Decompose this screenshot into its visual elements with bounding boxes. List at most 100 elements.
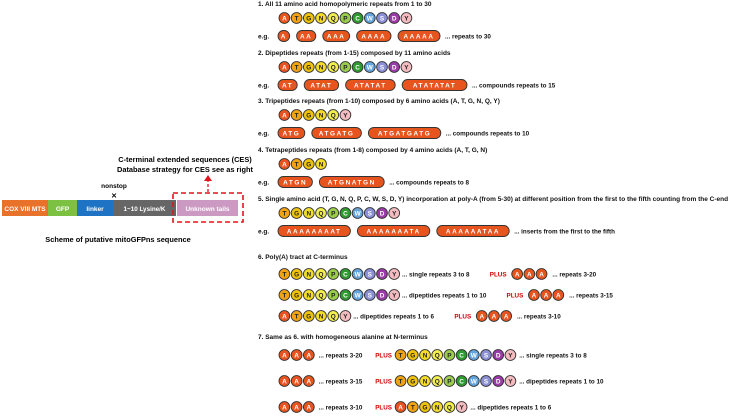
section-3-suffix: ... compounds repeats to 10 [446, 130, 530, 137]
section-6-row-2-aa-w-circle [351, 289, 364, 301]
section-4-example-1: ATGN [283, 179, 307, 186]
section-7-row-1-polya-a: A [294, 352, 299, 359]
section-1-aa-y-circle [400, 12, 413, 24]
section-1-aa-y: Y [404, 15, 409, 22]
section-2-aa-a: A [282, 64, 287, 71]
section-6-row-1-aa-t: T [282, 271, 286, 278]
section-7-title: 7. Same as 6. with homogeneous alanine a… [258, 334, 428, 341]
section-6-row-1-polya-a: A [515, 271, 520, 278]
section-7-row-1-aa-d: D [496, 352, 501, 359]
section-6-row-3-aa-q-circle [327, 310, 340, 322]
section-2-example-4: ATATATAT [413, 82, 457, 89]
section-1-example-1: A [281, 33, 287, 40]
section-7-row-1-aa-y: Y [508, 352, 513, 359]
section-7-row-3-aa-y: Y [459, 404, 464, 411]
section-1-example-2: AA [300, 33, 312, 40]
section-6-row-1-plus: PLUS [490, 271, 507, 278]
ces-subtitle: Database strategy for CES see as right [117, 165, 253, 174]
section-7-row-1-aa-p-circle [443, 349, 456, 361]
section-3-aa-a: A [282, 112, 287, 119]
section-3-aa-n: N [319, 112, 324, 119]
section-6-row-3-polya-a: A [504, 313, 509, 320]
section-2-aa-p-circle [339, 61, 352, 73]
section-7-row-3-aa-q-circle [443, 401, 456, 413]
section-7-row-2-aa-n: N [423, 378, 428, 385]
section-7-row-2-polya-a: A [282, 378, 287, 385]
section-6-row-2-tail: ... repeats 3-15 [569, 292, 613, 299]
section-6-row-1-aa-p-circle [327, 268, 340, 280]
section-3-aa-q: Q [331, 112, 336, 119]
section-2-aa-s: S [380, 64, 385, 71]
section-2-aa-a-circle [278, 61, 291, 73]
lysine-label: 1~10 Lysine/K [124, 206, 166, 213]
gfp-segment [48, 200, 77, 216]
section-1-example-5-pill [397, 30, 441, 42]
section-5-aa-c-circle [339, 207, 352, 219]
section-6-row-3-polya-a: A [492, 313, 497, 320]
ces-arrow-head [204, 175, 212, 181]
section-7-row-2-polya-a-circle [290, 375, 303, 387]
section-6-row-2-polya-a-circle [528, 289, 540, 301]
section-4-aa-a-circle [278, 158, 291, 170]
section-6-row-2-aa-w: W [355, 292, 362, 299]
section-6-row-1-aa-s: S [368, 271, 373, 278]
section-7-row-3-polya-a-circle [278, 401, 291, 413]
section-6-row-1-aa-y-circle [388, 268, 401, 280]
cox-label: COX VIII MTS [4, 206, 46, 213]
section-7-row-3-aa-t-circle [406, 401, 419, 413]
section-7-row-3-plus: PLUS [375, 404, 392, 411]
section-6-row-3-aa-a: A [282, 313, 287, 320]
section-7-row-1-polya-a-circle [278, 349, 291, 361]
section-5-example-1-pill [277, 225, 351, 237]
section-6-row-3-mid: ... dipeptides repeats 1 to 6 [353, 313, 434, 320]
section-3-aa-n-circle [315, 109, 327, 121]
ces-dashed-box [172, 192, 244, 223]
section-7-row-3-aa-a: A [398, 404, 403, 411]
section-5-example-3-pill [436, 225, 510, 237]
section-5-aa-c: C [343, 210, 348, 217]
section-1-eg: e.g. [258, 33, 269, 40]
section-7-row-1-polya-a-circle [302, 349, 315, 361]
section-7-row-1-aa-t: T [399, 352, 403, 359]
section-5-aa-t: T [282, 210, 286, 217]
section-5-example-3: AAAAAATAA [446, 228, 500, 235]
construct-scheme: COX VIII MTS GFP linker 1~10 Lysine/K Un… [2, 155, 254, 244]
section-6-row-2-mid: ... dipeptides repeats 1 to 10 [402, 292, 487, 299]
section-6-row-3-aa-y-circle [339, 310, 352, 322]
section-7-row-1-aa-d-circle [492, 349, 505, 361]
section-3-aa-g: G [306, 112, 311, 119]
section-7-row-2-aa-t: T [399, 378, 403, 385]
section-6-row-2-aa-d: D [380, 292, 385, 299]
section-7-row-1-aa-t-circle [394, 349, 407, 361]
section-7-row-2-aa-t-circle [394, 375, 407, 387]
section-3-aa-y: Y [343, 112, 348, 119]
section-2-aa-w-circle [363, 61, 376, 73]
section-6-row-2-aa-s-circle [363, 289, 376, 301]
section-6-row-3-aa-y: Y [343, 313, 348, 320]
lysine-segment [113, 200, 176, 216]
scheme-caption: Scheme of putative mitoGFPns sequence [45, 235, 190, 244]
section-5-aa-y: Y [392, 210, 397, 217]
section-6-row-3-polya-a: A [479, 313, 484, 320]
section-6-row-1-aa-d-circle [376, 268, 388, 280]
section-1-aa-g: G [306, 15, 311, 22]
section-6-row-1-aa-d: D [380, 271, 385, 278]
section-1-aa-d-circle [388, 12, 401, 24]
section-6-row-1-aa-p: P [331, 271, 336, 278]
section-6-row-2-polya-a-circle [552, 289, 565, 301]
section-6-row-2-plus: PLUS [507, 292, 524, 299]
section-4-aa-t-circle [290, 158, 303, 170]
section-5-aa-d: D [380, 210, 385, 217]
section-3-example-3-pill [367, 127, 442, 139]
unknown-tails-segment [177, 200, 238, 216]
section-7-row-2-aa-w: W [471, 378, 478, 385]
section-6-row-2-aa-q-circle [315, 289, 327, 301]
section-1-aa-n-circle [315, 12, 327, 24]
section-6-row-3-aa-a-circle [278, 310, 291, 322]
section-7-row-1-aa-g: G [410, 352, 415, 359]
section-6-row-1-aa-c: C [343, 271, 348, 278]
gfp-label: GFP [56, 206, 70, 213]
section-7-row-1-aa-p: P [447, 352, 452, 359]
section-6-row-1-aa-q: Q [319, 271, 324, 278]
